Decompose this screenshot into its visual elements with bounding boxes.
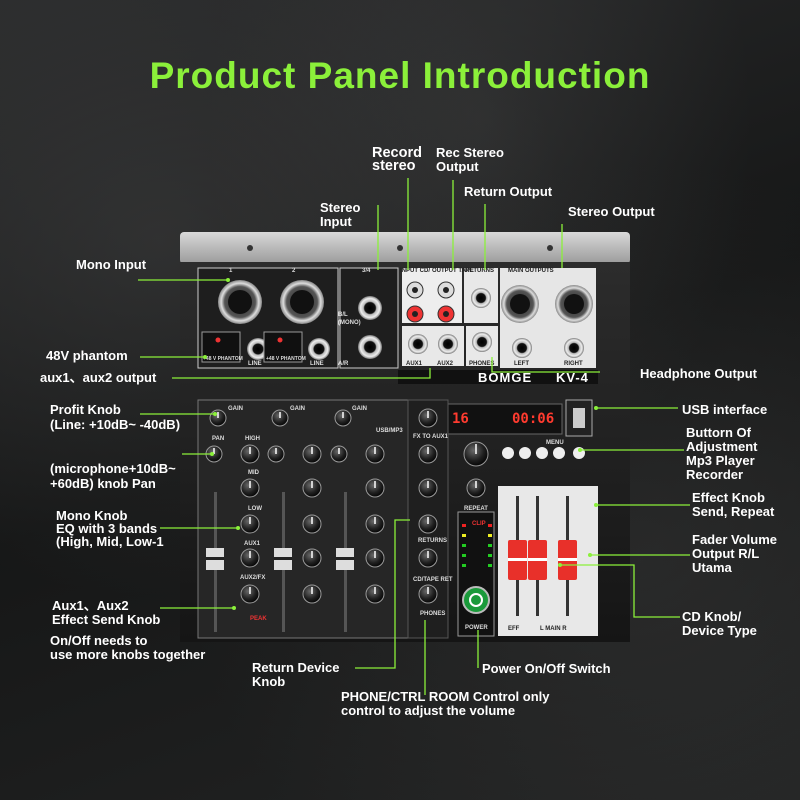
panel-label-peak: PEAK (250, 616, 267, 622)
callout-mono-knob-eq: EQ with 3 bands (56, 521, 158, 536)
callout-fader-volume2: Output R/L (692, 546, 760, 561)
display-time: 00:06 (512, 411, 555, 427)
callout-mic-range: (microphone+10dB~ (50, 461, 176, 476)
callout-rec-stereo-output2: Output (436, 159, 479, 174)
callout-mono-input: Mono Input (76, 257, 147, 272)
callout-effect-knob2: Send, Repeat (692, 504, 775, 519)
callout-fader-volume3: Utama (692, 560, 732, 575)
panel-label-gain2: GAIN (290, 406, 305, 412)
callout-return-output: Return Output (464, 184, 553, 199)
panel-label-ch34: 3/4 (362, 268, 371, 274)
model-name: KV-4 (556, 370, 589, 385)
callout-stereo-input: Stereo (320, 200, 361, 215)
panel-label-phantom2: +48 V PHANTOM (266, 356, 306, 362)
panel-label-right: RIGHT (564, 361, 583, 367)
panel-label-ar: A/R (338, 361, 349, 367)
panel-label-phantom1: +48 V PHANTOM (203, 356, 243, 362)
callout-profit-range: (Line: +10dB~ -40dB) (50, 417, 181, 432)
callout-usb-interface: USB interface (682, 402, 768, 417)
callout-rec-stereo-output: Rec Stereo (436, 145, 504, 160)
panel-label-low: LOW (248, 506, 262, 512)
panel-label-usb: USB/MP3 (376, 428, 403, 434)
callout-adjustment2: Adjustment (686, 439, 758, 454)
panel-label-left: LEFT (514, 361, 529, 367)
panel-label-clip: CLIP (472, 521, 486, 527)
panel-label-aux1: AUX1 (406, 361, 423, 367)
panel-label-high: HIGH (245, 436, 260, 442)
callout-aux-send2: Effect Send Knob (52, 612, 161, 627)
callout-record-stereo2: stereo (372, 158, 416, 174)
panel-label-mid: MID (248, 470, 259, 476)
panel-label-phones-knob: PHONES (420, 611, 446, 617)
callout-aux-output: aux1、aux2 output (40, 370, 157, 385)
callout-adjustment: Buttorn Of (686, 425, 751, 440)
panel-label-ch1: 1 (229, 268, 233, 274)
callout-mic-range2: +60dB) knob Pan (50, 476, 156, 491)
panel-label-phones: PHONES (469, 361, 495, 367)
panel-label-cdtape: CD/TAPE RET (413, 577, 453, 583)
callout-mono-knob: Mono Knob (56, 508, 128, 523)
callout-return-device2: Knob (252, 674, 286, 689)
callout-aux-send: Aux1、Aux2 (52, 598, 129, 613)
callout-phantom: 48V phantom (46, 348, 128, 363)
callout-return-device: Return Device (252, 660, 340, 675)
panel-label-aux2: AUX2 (437, 361, 454, 367)
display-track: 16 (452, 411, 469, 427)
brand-name: BOMGE (478, 370, 533, 385)
panel-label-aux2fx: AUX2/FX (240, 575, 266, 581)
panel-label-menu: MENU (546, 440, 564, 446)
panel-label-returns-knob: RETURNS (418, 538, 448, 544)
callout-record-stereo: Record (372, 145, 422, 161)
panel-label-mono: (MONO) (338, 320, 361, 326)
callout-cd-knob2: Device Type (682, 623, 757, 638)
callout-fader-volume: Fader Volume (692, 532, 778, 547)
panel-label-eff: EFF (508, 626, 520, 632)
panel-label-output: OUTPUT TAPE (432, 268, 474, 274)
panel-label-line2: LINE (310, 361, 324, 367)
callout-power-switch: Power On/Off Switch (482, 661, 611, 676)
panel-label-line1: LINE (248, 361, 262, 367)
panel-label-main-outputs: MAIN OUTPUTS (508, 268, 554, 274)
callout-onoff2: use more knobs together (50, 647, 206, 662)
panel-label-main: L MAIN R (540, 626, 567, 632)
callout-stereo-output: Stereo Output (568, 204, 655, 219)
panel-label-repeat: REPEAT (464, 506, 488, 512)
panel-label-aux1-knob: AUX1 (244, 541, 261, 547)
callout-headphone-output: Headphone Output (640, 366, 757, 381)
callout-adjustment4: Recorder (686, 467, 744, 482)
callout-cd-knob: CD Knob/ (682, 609, 742, 624)
panel-label-returns: RETURNS (465, 268, 495, 274)
callout-adjustment3: Mp3 Player (686, 453, 755, 468)
callout-profit-knob: Profit Knob (50, 402, 121, 417)
callout-mono-knob-bands: (High, Mid, Low-1 (56, 534, 164, 549)
panel-label-pan: PAN (212, 436, 225, 442)
panel-label-input: INPUT CD/ (400, 268, 430, 274)
callout-effect-knob: Effect Knob (692, 490, 765, 505)
page-title: Product Panel Introduction (149, 55, 651, 96)
mixer-illustration (180, 232, 630, 642)
panel-label-gain3: GAIN (352, 406, 367, 412)
panel-label-fx-to-aux1: FX TO AUX1 (413, 434, 449, 440)
panel-label-ch2: 2 (292, 268, 296, 274)
callout-onoff: On/Off needs to (50, 633, 148, 648)
panel-label-bl: B/L (338, 312, 348, 318)
callout-phone-ctrl: PHONE/CTRL ROOM Control only (341, 689, 550, 704)
callout-stereo-input2: Input (320, 214, 352, 229)
panel-label-gain1: GAIN (228, 406, 243, 412)
callout-phone-ctrl2: control to adjust the volume (341, 703, 516, 718)
panel-label-power: POWER (465, 625, 488, 631)
